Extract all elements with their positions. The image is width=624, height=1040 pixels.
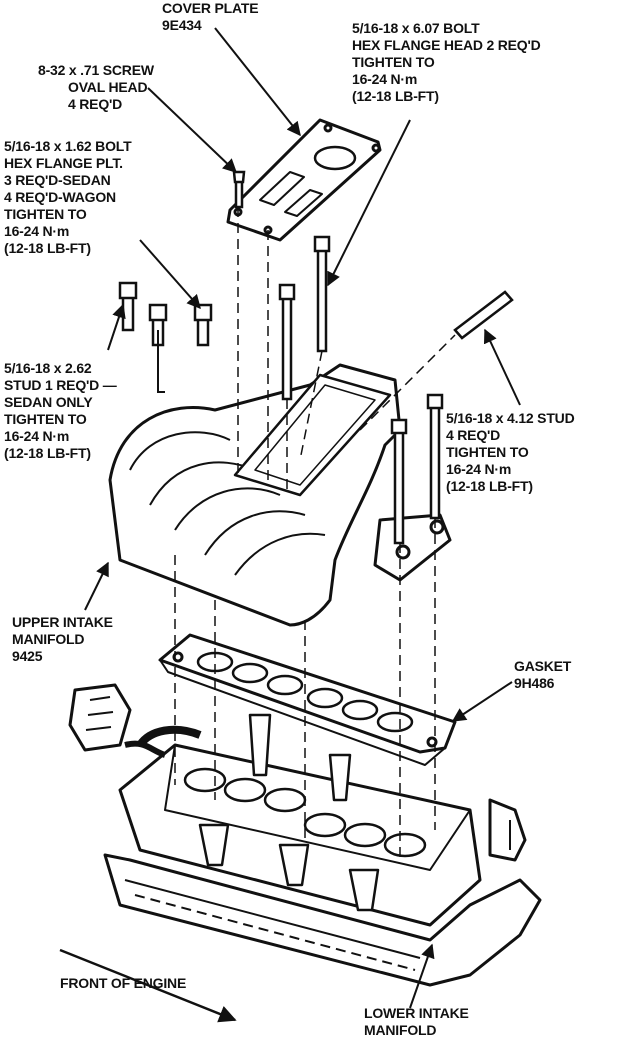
label-line: FRONT OF ENGINE [60, 975, 187, 991]
label-line: 8-32 x .71 SCREW [38, 62, 154, 78]
label-line: (12-18 LB-FT) [446, 478, 533, 494]
label-line: 4 REQ'D-WAGON [4, 189, 116, 205]
label-line: 5/16-18 x 6.07 BOLT [352, 20, 480, 36]
label-stud-4-12: 5/16-18 x 4.12 STUD 4 REQ'D TIGHTEN TO 1… [446, 410, 575, 495]
label-cover-plate: COVER PLATE 9E434 [162, 0, 259, 34]
label-line: HEX FLANGE HEAD 2 REQ'D [352, 37, 541, 53]
label-bolt-6-07: 5/16-18 x 6.07 BOLT HEX FLANGE HEAD 2 RE… [352, 20, 541, 105]
label-line: 5/16-18 x 1.62 BOLT [4, 138, 132, 154]
label-lower-intake-manifold: LOWER INTAKE MANIFOLD [364, 1005, 469, 1039]
label-line: COVER PLATE [162, 0, 259, 16]
label-line: 9E434 [162, 17, 202, 33]
label-line: UPPER INTAKE [12, 614, 113, 630]
label-line: TIGHTEN TO [4, 411, 87, 427]
label-line: TIGHTEN TO [352, 54, 435, 70]
label-line: 9H486 [514, 675, 555, 691]
label-line: TIGHTEN TO [446, 444, 529, 460]
label-line: 16-24 N·m [352, 71, 418, 87]
label-line: 3 REQ'D-SEDAN [4, 172, 111, 188]
label-line: 16-24 N·m [4, 428, 70, 444]
fasteners [118, 170, 514, 545]
label-front-of-engine: FRONT OF ENGINE [60, 975, 186, 992]
label-line: 5/16-18 x 4.12 STUD [446, 410, 575, 426]
label-stud-2-62: 5/16-18 x 2.62 STUD 1 REQ'D — SEDAN ONLY… [4, 360, 117, 462]
label-line: 9425 [12, 648, 43, 664]
gasket-part [158, 633, 457, 766]
label-line: OVAL HEAD [68, 79, 148, 95]
label-bolt-1-62: 5/16-18 x 1.62 BOLT HEX FLANGE PLT. 3 RE… [4, 138, 132, 257]
label-gasket: GASKET 9H486 [514, 658, 571, 692]
label-line: LOWER INTAKE [364, 1005, 469, 1021]
alignment-lines [174, 207, 456, 860]
label-line: MANIFOLD [364, 1022, 437, 1038]
label-line: (12-18 LB-FT) [352, 88, 439, 104]
label-line: (12-18 LB-FT) [4, 240, 91, 256]
label-line: GASKET [514, 658, 572, 674]
label-line: (12-18 LB-FT) [4, 445, 91, 461]
label-line: MANIFOLD [12, 631, 85, 647]
leader-arrows [59, 27, 521, 1023]
label-upper-intake-manifold: UPPER INTAKE MANIFOLD 9425 [12, 614, 113, 665]
label-line: 5/16-18 x 2.62 [4, 360, 92, 376]
label-line: HEX FLANGE PLT. [4, 155, 123, 171]
label-line: TIGHTEN TO [4, 206, 87, 222]
label-screw: 8-32 x .71 SCREW OVAL HEAD 4 REQ'D [38, 62, 154, 113]
label-line: SEDAN ONLY [4, 394, 93, 410]
label-line: 16-24 N·m [4, 223, 70, 239]
label-line: 4 REQ'D [68, 96, 123, 112]
label-line: 4 REQ'D [446, 427, 501, 443]
label-line: 16-24 N·m [446, 461, 512, 477]
upper-intake-manifold [108, 363, 452, 627]
label-line: STUD 1 REQ'D — [4, 377, 117, 393]
cover-plate-part [226, 118, 382, 242]
